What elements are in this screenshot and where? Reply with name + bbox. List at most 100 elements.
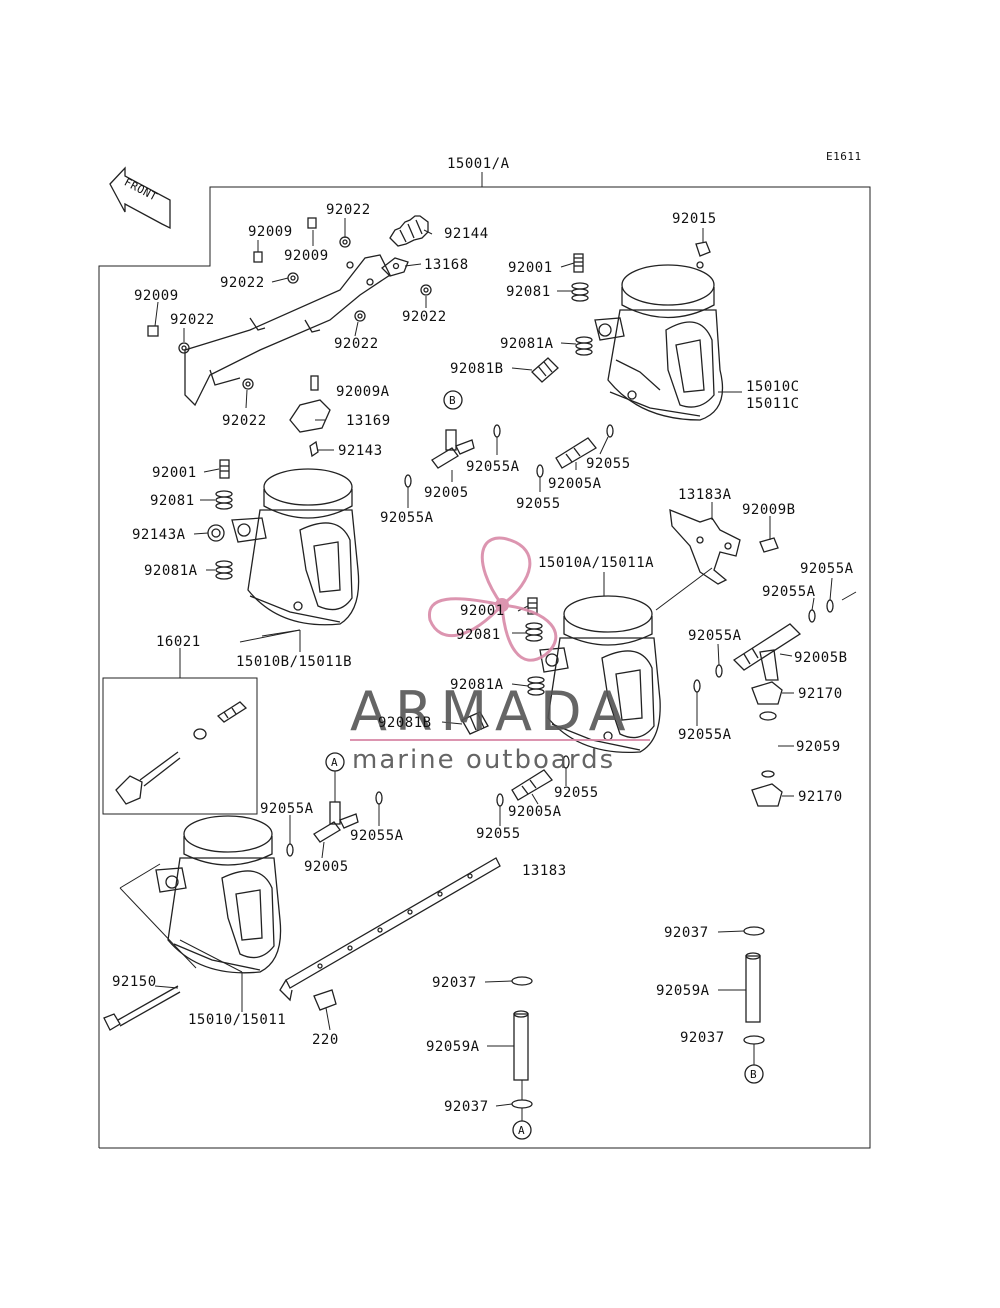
svg-text:B: B	[750, 1068, 757, 1081]
part-label: 15010/15011	[188, 1012, 286, 1028]
part-label: 92001	[460, 603, 505, 619]
part-label: 92059	[796, 739, 841, 755]
part-label: 92005	[304, 859, 349, 875]
fitting-92005-lower	[313, 801, 359, 843]
svg-text:B: B	[449, 394, 456, 407]
part-label: 92081A	[500, 336, 554, 352]
part-label: 92037	[680, 1030, 725, 1046]
part-label: 92022	[220, 275, 265, 291]
part-label: 13169	[346, 413, 391, 429]
svg-text:A: A	[331, 756, 338, 769]
part-label: 92143A	[132, 527, 186, 543]
part-label: 92022	[402, 309, 447, 325]
throttle-bracket	[184, 254, 391, 407]
ref-b-bottom: B	[744, 1064, 764, 1084]
part-label: 92022	[222, 413, 267, 429]
bolt-92150	[103, 985, 181, 1031]
part-label: 92009A	[336, 384, 390, 400]
watermark-tagline: marine outboards	[352, 745, 615, 775]
fitting-92005a-lower	[511, 769, 553, 801]
part-label: 92001	[508, 260, 553, 276]
part-label: 92009	[248, 224, 293, 240]
part-label: 92037	[432, 975, 477, 991]
spring-92081b-c	[531, 357, 559, 383]
part-label: 92022	[326, 202, 371, 218]
clamp-92170-upper	[751, 681, 783, 721]
part-label: 92005	[424, 485, 469, 501]
part-label: 92055A	[800, 561, 854, 577]
throttle-sensor-part	[115, 701, 248, 805]
screw-92009b	[759, 537, 779, 553]
ref-b-top: B	[443, 390, 463, 410]
hose-92059a-right	[745, 952, 761, 1023]
part-label: 15010A/15011A	[538, 555, 654, 571]
leader-lines	[119, 218, 857, 1121]
part-label: 92081B	[378, 715, 432, 731]
part-label: 92022	[334, 336, 379, 352]
part-label: 92055A	[466, 459, 520, 475]
connecting-plate-13183	[279, 857, 501, 1002]
part-labels: 92009 92022 92009 92022 92009 92022 9202…	[112, 202, 854, 1115]
part-label: 92143	[338, 443, 383, 459]
part-label: 92055A	[350, 828, 404, 844]
part-label: 92022	[170, 312, 215, 328]
part-label: 92059A	[426, 1039, 480, 1055]
svg-text:A: A	[518, 1124, 525, 1137]
part-label: 92170	[798, 686, 843, 702]
bracket-spring	[389, 215, 429, 247]
clamp-92170-lower	[751, 770, 783, 807]
bracket-fasteners	[147, 217, 432, 390]
part-label: 92037	[664, 925, 709, 941]
part-label: 92005B	[794, 650, 848, 666]
part-label: 92009B	[742, 502, 796, 518]
part-label: 220	[312, 1032, 339, 1048]
screw-220	[313, 989, 337, 1011]
assembly-label: 15001/A	[447, 156, 510, 172]
clips-92037	[511, 926, 765, 1109]
hose-92059a-left	[513, 1010, 529, 1081]
part-label: 92005A	[548, 476, 602, 492]
spring-92081a-b	[215, 560, 233, 580]
fitting-92005a-upper	[555, 437, 597, 469]
bracket-13183a	[669, 508, 741, 585]
part-label: 13183	[522, 863, 567, 879]
part-label: 15010B/15011B	[236, 654, 352, 670]
part-label: 92055A	[678, 727, 732, 743]
part-label: 92055	[554, 785, 599, 801]
bracket-13169	[289, 375, 331, 458]
carburetor-15010c	[594, 261, 724, 421]
spring-92081-a	[525, 622, 543, 642]
front-arrow-icon: FRONT	[109, 166, 171, 230]
assembly-border	[98, 186, 871, 1149]
part-label: 13168	[424, 257, 469, 273]
ref-a-bottom: A	[512, 1120, 532, 1140]
fitting-92005-upper	[431, 429, 475, 469]
part-label: 15010C	[746, 379, 800, 395]
part-label: 92001	[152, 465, 197, 481]
part-label: 92055	[516, 496, 561, 512]
watermark: ARMADA marine outboards	[350, 536, 650, 775]
part-label: 92081	[456, 627, 501, 643]
spring-92081-b	[215, 490, 233, 510]
fitting-92005b	[732, 623, 802, 681]
part-label: 92055A	[688, 628, 742, 644]
part-label: 92009	[284, 248, 329, 264]
part-label: 92081	[150, 493, 195, 509]
part-label: 92170	[798, 789, 843, 805]
part-label: 92005A	[508, 804, 562, 820]
carburetor-15010b	[231, 468, 360, 626]
part-label: 92055	[476, 826, 521, 842]
spring-92081-c	[571, 282, 589, 302]
spring-92081b-a	[461, 711, 489, 735]
screw-92001-b	[219, 459, 230, 479]
part-label: 13183A	[678, 487, 732, 503]
part-label: 92150	[112, 974, 157, 990]
part-label: 92081	[506, 284, 551, 300]
part-label: 92055A	[260, 801, 314, 817]
diagram-code: E1611	[826, 150, 862, 163]
part-label: 92144	[444, 226, 489, 242]
screw-92001-c	[573, 253, 584, 273]
cap-92143a	[207, 524, 225, 542]
part-label: 92059A	[656, 983, 710, 999]
